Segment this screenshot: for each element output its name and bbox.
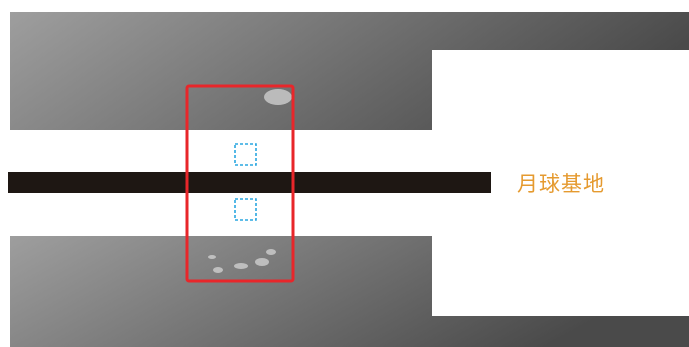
dashed-marker-upper xyxy=(235,144,256,165)
rock-top xyxy=(264,89,292,105)
lunar-base-label: 月球基地 xyxy=(517,168,605,198)
rock-2 xyxy=(234,263,248,269)
base-bar xyxy=(8,172,491,193)
dashed-marker-lower xyxy=(235,199,256,220)
rock-1 xyxy=(213,267,223,273)
lower-ground xyxy=(10,236,689,347)
rock-5 xyxy=(208,255,216,259)
rock-3 xyxy=(255,258,269,266)
rock-4 xyxy=(266,249,276,255)
upper-ground xyxy=(10,12,689,130)
